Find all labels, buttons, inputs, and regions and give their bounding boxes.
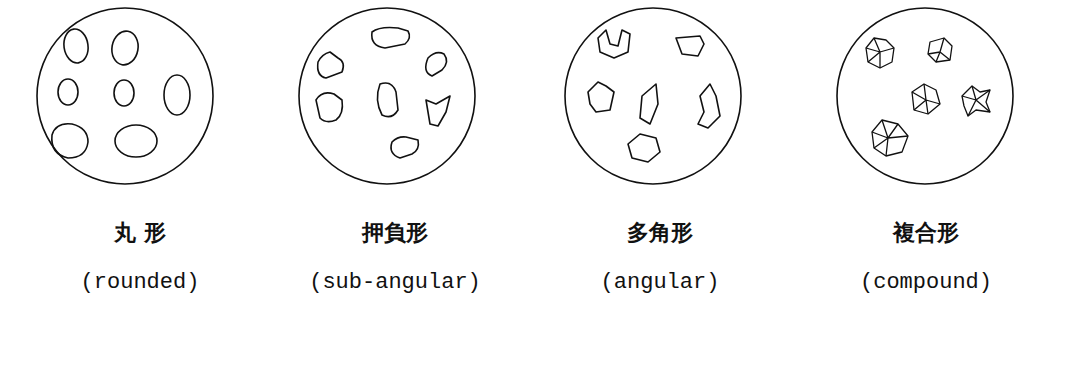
angular-grains: [588, 30, 720, 162]
label-holder: (angular): [601, 270, 720, 295]
shape-name-english: (sub-angular): [309, 270, 481, 295]
sub-angular-grains: [316, 28, 450, 159]
label-holder: (sub-angular): [309, 270, 481, 295]
shape-name-english: (angular): [601, 270, 720, 295]
compound-grains: [866, 38, 990, 156]
view-circle: [37, 8, 213, 184]
shape-name: 丸 形: [114, 218, 166, 248]
shape-name-english: (compound): [860, 270, 992, 295]
shape-name-english: (rounded): [81, 270, 200, 295]
view-circle: [837, 8, 1013, 184]
view-circle: [299, 8, 475, 184]
label-holder: (rounded): [81, 270, 200, 295]
label-holder: 複合形: [893, 218, 959, 248]
shape-name: 多角形: [627, 218, 693, 248]
rounded-grains: [52, 27, 190, 158]
shape-name: 複合形: [893, 218, 959, 248]
label-holder: 押負形: [362, 218, 428, 248]
label-holder: 多角形: [627, 218, 693, 248]
label-holder: (compound): [860, 270, 992, 295]
label-holder: 丸 形: [114, 218, 166, 248]
shape-name: 押負形: [362, 218, 428, 248]
view-circle: [565, 8, 741, 184]
